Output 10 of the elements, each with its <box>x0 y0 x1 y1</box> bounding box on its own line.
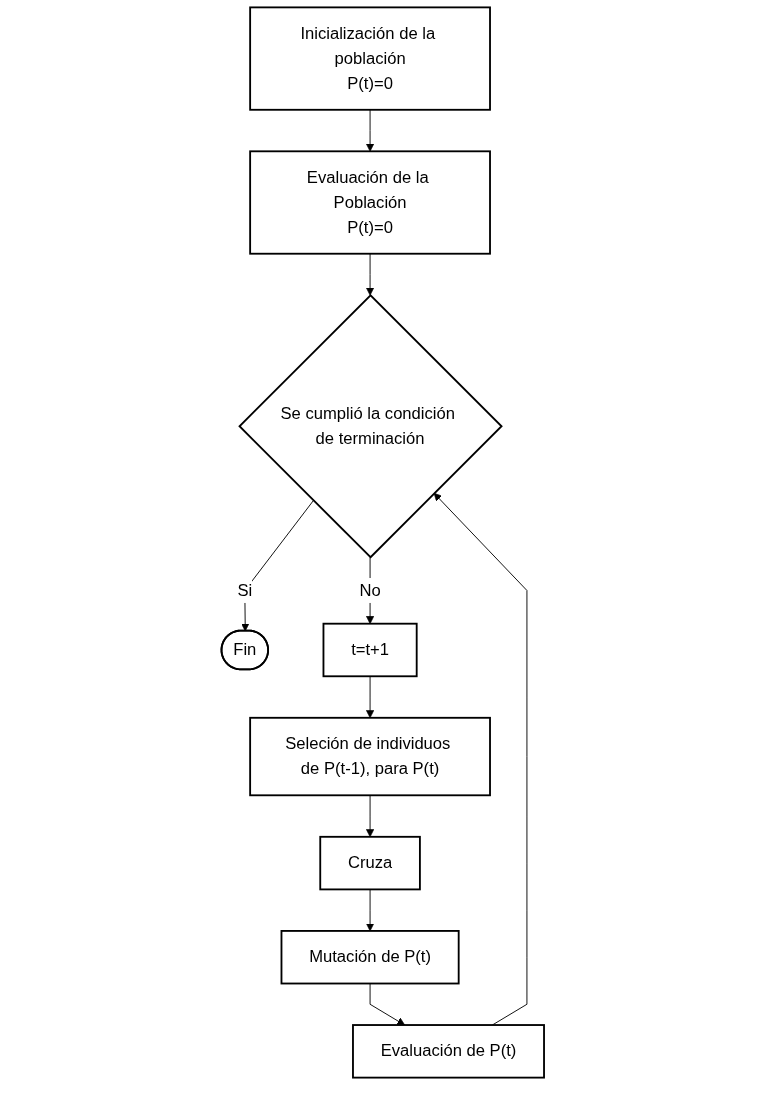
node-box: Cruza <box>319 835 422 891</box>
edge-label: Si <box>237 580 253 600</box>
node-diamond: Se cumplió la condición de terminación <box>238 293 504 559</box>
node-box: Inicialización de la población P(t)=0 <box>249 6 492 111</box>
node-box: Seleción de individuos de P(t-1), para P(t) <box>249 716 492 797</box>
node-box: Evaluación de P(t) <box>352 1024 546 1079</box>
node-box: t=t+1 <box>322 622 418 678</box>
node-box: Mutación de P(t) <box>280 930 460 985</box>
edge-label: No <box>359 580 381 600</box>
node-box: Evaluación de la Población P(t)=0 <box>249 150 492 255</box>
